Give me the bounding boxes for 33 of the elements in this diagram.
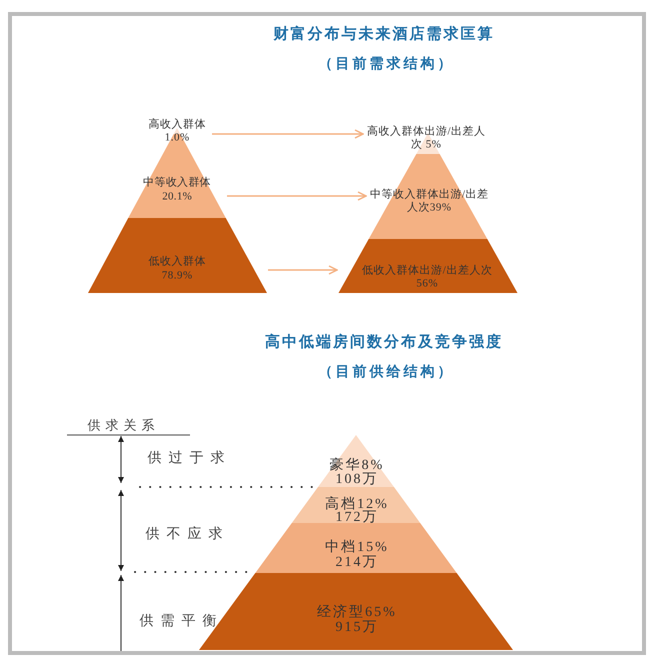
- layer-value: 915万: [334, 621, 378, 635]
- layer-label: 中档15%: [324, 541, 389, 555]
- diagram-title: 财富分布与未来酒店需求匡算: [272, 26, 494, 44]
- subtitle: （目前供给结构）: [318, 364, 454, 382]
- layer-label: 中等收入群体出游/出差人次39%: [368, 188, 490, 214]
- pyramid-layer: [338, 239, 518, 293]
- pyramid-layer: [88, 218, 267, 293]
- layer-label: 高收入群体: [148, 118, 206, 132]
- arrow: [227, 191, 367, 201]
- layer-value: 172万: [334, 511, 378, 525]
- pyramid-layer: [255, 523, 457, 573]
- layer-label: 高档12%: [324, 498, 389, 512]
- arrow: [212, 129, 364, 139]
- pyramid-layer: [199, 573, 513, 650]
- layer-value: 20.1%: [162, 190, 192, 204]
- layer-label: 经济型65%: [316, 606, 397, 620]
- layer-value: 78.9%: [161, 270, 193, 282]
- pyramid-layer: [291, 487, 421, 523]
- layer-label: 低收入群体出游/出差人次56%: [361, 264, 494, 290]
- pyramid-layer: [128, 134, 226, 218]
- range-label: 供不应求: [144, 526, 230, 544]
- column-heading: 供求关系: [86, 418, 160, 434]
- subtitle: （目前需求结构）: [318, 56, 454, 74]
- layer-value: 214万: [334, 556, 378, 570]
- range-label: 供过于求: [146, 450, 232, 468]
- arrow: [268, 265, 338, 275]
- pyramid-layer: [318, 435, 394, 487]
- layer-value: 108万: [334, 473, 378, 487]
- layer-label: 高收入群体出游/出差人次 5%: [366, 125, 487, 151]
- section-title: 高中低端房间数分布及竞争强度: [264, 334, 503, 352]
- range-label: 供需平衡: [138, 614, 224, 630]
- layer-label: 低收入群体: [148, 256, 206, 268]
- layer-label: 豪华8%: [328, 459, 384, 473]
